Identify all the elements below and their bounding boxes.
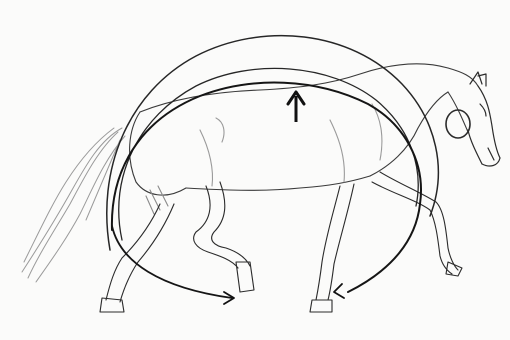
middle-arc — [119, 68, 418, 240]
tail — [22, 128, 125, 282]
arrows — [224, 92, 344, 304]
up-arrow-back — [288, 92, 304, 122]
lower-hind-sweep — [112, 226, 232, 298]
motion-arcs — [107, 36, 439, 298]
horse-body — [130, 64, 478, 214]
horse-head — [446, 72, 500, 166]
fore-hoof-arrow — [334, 284, 344, 298]
front-legs — [310, 172, 462, 312]
hind-legs — [100, 182, 254, 312]
